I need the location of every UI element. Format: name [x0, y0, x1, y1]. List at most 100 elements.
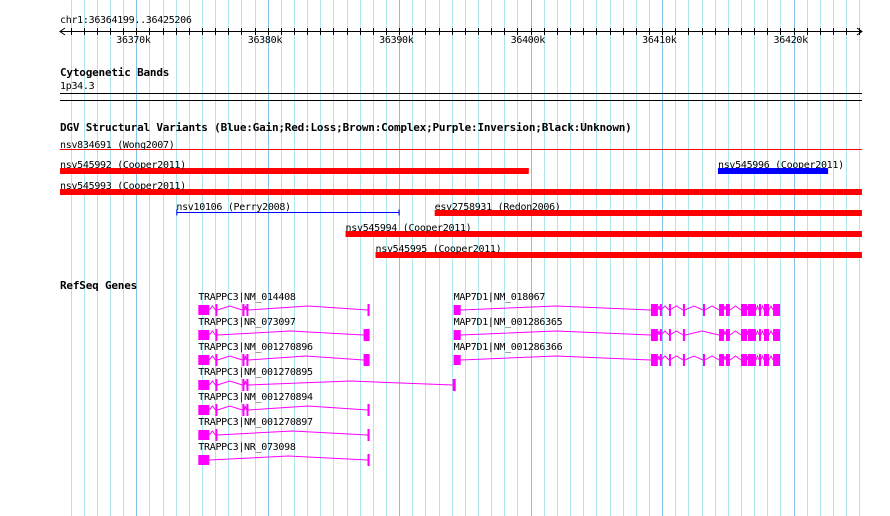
exon[interactable]: [659, 329, 662, 341]
exon[interactable]: [740, 329, 748, 341]
exon[interactable]: [198, 330, 210, 340]
exon[interactable]: [453, 355, 461, 365]
intron: [248, 305, 368, 311]
variant-loss[interactable]: [434, 210, 862, 216]
exon[interactable]: [242, 304, 245, 316]
exon[interactable]: [659, 304, 662, 316]
exon[interactable]: [242, 404, 245, 416]
variant-loss[interactable]: [375, 252, 862, 258]
intron: [248, 355, 364, 361]
ruler-right-arrow-icon[interactable]: [856, 27, 863, 36]
exon[interactable]: [452, 379, 456, 391]
exon[interactable]: [367, 404, 370, 416]
intron: [657, 330, 661, 336]
exon[interactable]: [747, 354, 756, 366]
exon[interactable]: [747, 329, 756, 341]
exon[interactable]: [198, 380, 210, 390]
intron: [684, 305, 704, 311]
exon[interactable]: [246, 304, 249, 316]
variant-loss[interactable]: [60, 189, 862, 195]
exon[interactable]: [363, 329, 370, 341]
exon[interactable]: [758, 304, 761, 316]
exon[interactable]: [215, 429, 218, 441]
transcript-label: TRAPPC3|NM_014408: [198, 292, 296, 303]
exon[interactable]: [246, 379, 249, 391]
intron: [669, 330, 684, 336]
exon[interactable]: [242, 379, 245, 391]
exon[interactable]: [215, 329, 218, 341]
transcript-label: TRAPPC3|NM_001270897: [198, 417, 313, 428]
exon[interactable]: [725, 329, 730, 341]
intron: [208, 330, 216, 336]
variant-gain[interactable]: [717, 168, 829, 174]
exon[interactable]: [763, 354, 769, 366]
exon[interactable]: [198, 455, 210, 465]
exon[interactable]: [198, 405, 210, 415]
variant-label: nsv545994 (Cooper2011): [345, 223, 472, 234]
exon[interactable]: [725, 354, 730, 366]
exon[interactable]: [758, 329, 761, 341]
exon[interactable]: [198, 305, 210, 315]
variant-loss[interactable]: [345, 231, 862, 237]
intron: [243, 305, 247, 311]
exon[interactable]: [668, 354, 671, 366]
intron: [729, 305, 742, 311]
intron: [208, 305, 216, 311]
dgv-track-title[interactable]: DGV Structural Variants (Blue:Gain;Red:L…: [60, 121, 632, 134]
exon[interactable]: [725, 304, 730, 316]
exon[interactable]: [246, 404, 249, 416]
exon[interactable]: [367, 304, 370, 316]
exon[interactable]: [719, 354, 725, 366]
exon[interactable]: [367, 429, 370, 441]
exon[interactable]: [668, 329, 671, 341]
exon[interactable]: [682, 354, 685, 366]
exon[interactable]: [650, 329, 658, 341]
intron: [760, 329, 765, 336]
exon[interactable]: [758, 354, 761, 366]
ruler-tick-label: 36400k: [510, 35, 546, 46]
exon[interactable]: [702, 354, 705, 366]
exon[interactable]: [650, 304, 658, 316]
exon[interactable]: [246, 354, 249, 366]
exon[interactable]: [198, 430, 210, 440]
exon[interactable]: [242, 354, 245, 366]
intron: [217, 305, 243, 311]
exon[interactable]: [363, 354, 370, 366]
exon[interactable]: [773, 329, 781, 341]
exon[interactable]: [763, 304, 769, 316]
exon[interactable]: [682, 329, 685, 341]
exon[interactable]: [215, 404, 218, 416]
exon[interactable]: [215, 304, 218, 316]
exon[interactable]: [659, 354, 662, 366]
exon[interactable]: [650, 354, 658, 366]
transcript-label: MAP7D1|NM_001286365: [453, 317, 563, 328]
exon[interactable]: [719, 304, 725, 316]
ruler-left-arrow-icon[interactable]: [59, 27, 66, 36]
transcript-label: TRAPPC3|NR_073097: [198, 317, 296, 328]
intron: [208, 355, 216, 361]
ruler-tick-label: 36380k: [247, 35, 283, 46]
cytoband-track-title[interactable]: Cytogenetic Bands: [60, 66, 170, 79]
intron: [217, 330, 364, 336]
exon[interactable]: [763, 329, 769, 341]
exon[interactable]: [453, 330, 461, 340]
exon[interactable]: [682, 304, 685, 316]
exon[interactable]: [702, 304, 705, 316]
variant-loss[interactable]: [60, 168, 529, 174]
exon[interactable]: [215, 379, 218, 391]
exon[interactable]: [773, 354, 781, 366]
exon[interactable]: [453, 305, 461, 315]
intron: [746, 330, 749, 336]
refseq-track-title[interactable]: RefSeq Genes: [60, 279, 138, 292]
exon[interactable]: [719, 329, 725, 341]
exon[interactable]: [747, 304, 756, 316]
exon[interactable]: [215, 354, 218, 366]
exon[interactable]: [740, 304, 748, 316]
exon[interactable]: [773, 304, 781, 316]
exon[interactable]: [198, 355, 210, 365]
exon[interactable]: [367, 454, 370, 466]
exon[interactable]: [740, 354, 748, 366]
exon[interactable]: [668, 304, 671, 316]
ruler-tick-label: 36410k: [642, 35, 677, 46]
